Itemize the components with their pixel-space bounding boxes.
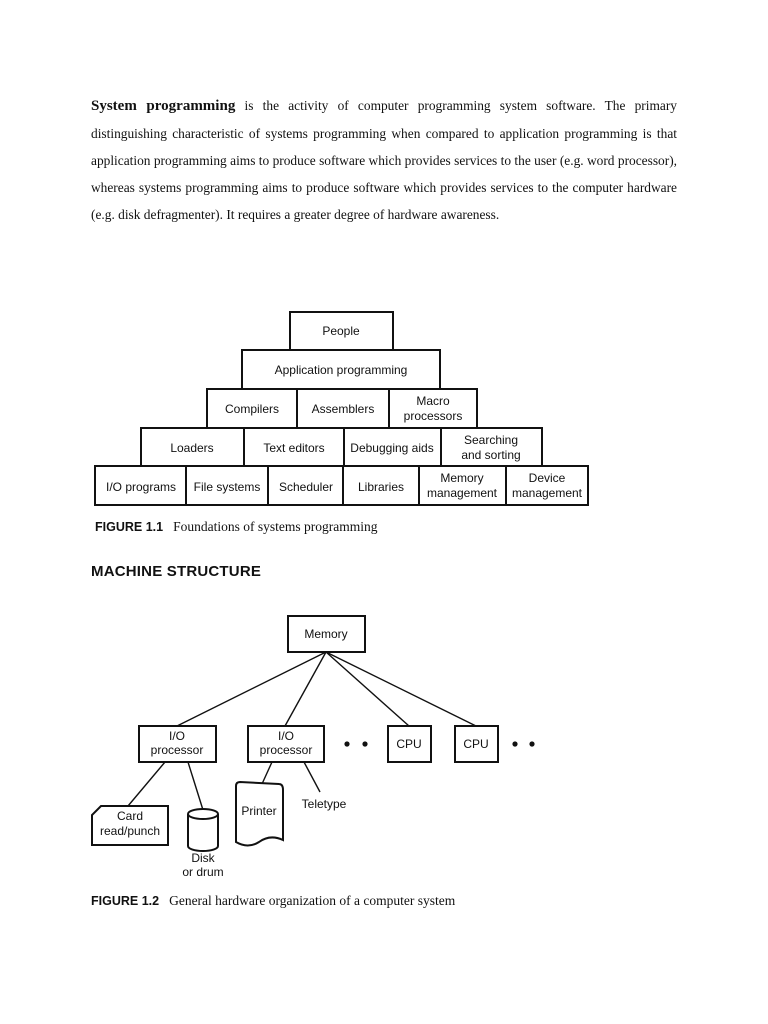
block-debugging-aids xyxy=(343,427,442,467)
cpu-2-box xyxy=(454,725,499,763)
label-line: management xyxy=(427,486,498,500)
label-file-systems: File systems xyxy=(194,480,261,494)
link-memory-cpu1 xyxy=(325,651,410,727)
link-io2-teletype xyxy=(303,761,321,793)
label-line: processor xyxy=(260,743,313,757)
disk-icon xyxy=(187,808,219,852)
label-cpu-2: CPU xyxy=(463,737,488,751)
label-line: Text editors xyxy=(263,441,324,455)
figure-1-1-title: Foundations of systems programming xyxy=(173,519,378,534)
block-loaders xyxy=(140,427,245,467)
label-line: management xyxy=(512,486,583,500)
intro-term: System programming xyxy=(91,98,236,114)
block-io-programs xyxy=(94,465,187,506)
label-line: Device xyxy=(529,471,566,485)
label-compilers: Compilers xyxy=(225,402,279,416)
label-line: CPU xyxy=(396,737,421,751)
label-libraries: Libraries xyxy=(358,480,404,494)
label-line: read/punch xyxy=(100,824,160,838)
label-line: I/O programs xyxy=(106,480,176,494)
block-macro-processors xyxy=(388,388,478,429)
label-text-editors: Text editors xyxy=(263,441,324,455)
label-cpu-1: CPU xyxy=(396,737,421,751)
ellipsis-dot xyxy=(529,741,535,747)
block-application-programming xyxy=(241,349,441,390)
label-people: People xyxy=(322,324,360,338)
figure-1-1-label: FIGURE 1.1 xyxy=(95,520,164,534)
label-line: Macro xyxy=(416,394,450,408)
intro-body: is the activity of computer programming … xyxy=(91,98,678,222)
io-processor-2-box xyxy=(247,725,325,763)
link-memory-io2 xyxy=(284,651,327,727)
figure-1-1-caption: FIGURE 1.1 Foundations of systems program… xyxy=(95,519,377,535)
label-teletype: Teletype xyxy=(302,797,347,811)
t-application-programming: Application programming xyxy=(275,363,408,377)
card-reader-icon xyxy=(91,805,169,846)
label-line: Searching xyxy=(464,433,518,447)
link-io1-card xyxy=(127,761,166,807)
link-io1-disk xyxy=(187,761,204,811)
label-line: Libraries xyxy=(358,480,404,494)
label-line: Disk xyxy=(191,851,215,865)
link-io2-printer xyxy=(261,761,273,785)
label-line: File systems xyxy=(194,480,261,494)
label-line: Compilers xyxy=(225,402,279,416)
figure-1-2-label: FIGURE 1.2 xyxy=(91,894,160,908)
label-assemblers: Assemblers xyxy=(312,402,375,416)
label-line: Debugging aids xyxy=(350,441,433,455)
label-line: processor xyxy=(151,743,204,757)
label-line: I/O xyxy=(169,729,185,743)
label-line: Assemblers xyxy=(312,402,375,416)
label-line: Application programming xyxy=(275,363,408,377)
block-scheduler xyxy=(267,465,344,506)
figure-1-2-title: General hardware organization of a compu… xyxy=(169,893,456,908)
printer-icon xyxy=(235,780,284,847)
label-debugging-aids: Debugging aids xyxy=(350,441,433,455)
figure-1-2-caption: FIGURE 1.2 General hardware organization … xyxy=(91,893,455,909)
io-processor-1-box xyxy=(138,725,217,763)
label-line: Memory xyxy=(440,471,483,485)
label-line: Memory xyxy=(304,627,347,641)
label-io-programs: I/O programs xyxy=(106,480,176,494)
cpu-1-box xyxy=(387,725,432,763)
label-line: Card xyxy=(117,809,143,823)
label-line: I/O xyxy=(278,729,294,743)
memory-box xyxy=(287,615,366,653)
ellipsis-dot xyxy=(344,741,350,747)
intro-paragraph: System programming is the activity of co… xyxy=(91,92,677,228)
label-line: processors xyxy=(404,409,463,423)
t-people: People xyxy=(322,324,360,338)
label-memory: Memory xyxy=(304,627,347,641)
block-people xyxy=(289,311,394,351)
block-assemblers xyxy=(296,388,390,429)
label-application-programming: Application programming xyxy=(275,363,408,377)
label-line: People xyxy=(322,324,360,338)
ellipsis-dot xyxy=(512,741,518,747)
label-line: Loaders xyxy=(170,441,213,455)
label-line: Teletype xyxy=(302,797,347,811)
label-line: CPU xyxy=(463,737,488,751)
label-printer: Printer xyxy=(241,804,276,818)
label-scheduler: Scheduler xyxy=(279,480,333,494)
link-memory-io1 xyxy=(176,651,327,727)
label-line: Scheduler xyxy=(279,480,333,494)
label-line: Printer xyxy=(241,804,276,818)
ellipsis-dot xyxy=(362,741,368,747)
label-line: or drum xyxy=(182,865,223,879)
link-memory-cpu2 xyxy=(325,651,477,727)
label-loaders: Loaders xyxy=(170,441,213,455)
block-device-management xyxy=(505,465,589,506)
label-line: and sorting xyxy=(461,448,520,462)
section-heading: MACHINE STRUCTURE xyxy=(91,563,262,580)
